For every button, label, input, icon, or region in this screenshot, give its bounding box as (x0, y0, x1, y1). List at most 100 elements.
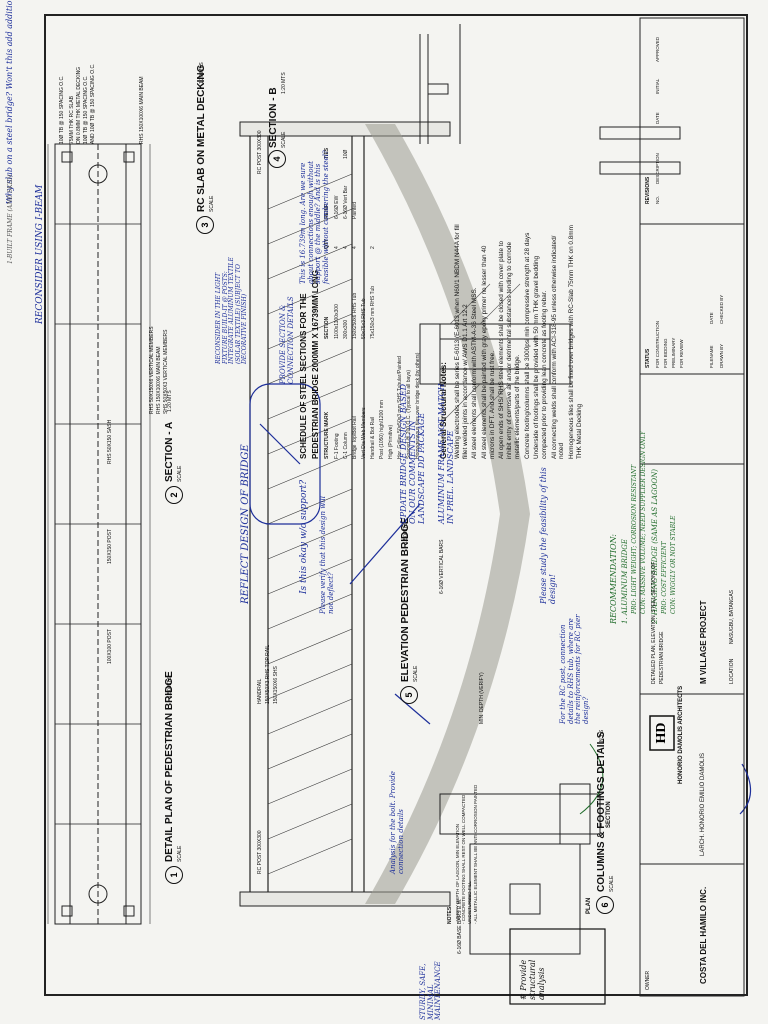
schedule-r5-c2: 75x150x3 mm RHS Tub (370, 285, 376, 339)
annotation-length-note: This is 16.739m long. Are we sure about … (299, 150, 331, 284)
section-label: SECTION (606, 801, 612, 828)
tb-revisions-label: REVISIONS (645, 176, 651, 204)
rc-slab-title: RC SLAB ON METAL DECKING (196, 64, 207, 212)
schedule-r5-c1: Handrail & Bot Rail (370, 416, 376, 459)
elev-label-3: HANDRAIL (257, 678, 263, 704)
tb-owner-label: OWNER (645, 970, 651, 990)
tb-rev-col-approved: APPROVED (655, 36, 660, 62)
annotation-rc-post: For the RC post, connection details to R… (559, 614, 591, 725)
schedule-r4-c2: 50x75x3 RHS Tub (361, 298, 367, 339)
view-number-5: 5 (400, 686, 418, 704)
view-number-6: 6 (596, 896, 614, 914)
view-number-4: 4 (268, 150, 286, 168)
section-label-3: SHS 50X50X3 VERTICAL MEMBERS (163, 329, 169, 414)
schedule-header-mark: STRUCTURE MARK (324, 411, 330, 459)
annotation-study-feasibility: Please study the feasibility of this des… (539, 467, 557, 604)
elevation-scale: SCALE (413, 665, 419, 682)
main-beam-label: RHS 150X100X6 MAIN BEAM (139, 76, 145, 144)
rc-callout-2: ON 0.8MM THK METAL DECKING (76, 66, 82, 144)
schedule-r3-c2: 150x250x6 RHS Tub (352, 292, 358, 339)
schedule-r3-c3: 4 (352, 246, 358, 249)
tb-rev-col-desc: DESCRIPTION (655, 153, 660, 184)
schedule-title-2: PEDESTRIAN BRIDGE 2000MM X 16739MM LONG (311, 270, 320, 459)
columns-scale: SCALE (609, 875, 615, 892)
tb-status-label: STATUS (645, 348, 651, 368)
tb-status-1: FOR CONSTRUCTION (655, 321, 660, 368)
tb-filename-label: FILENAME (709, 345, 714, 368)
detail-plan-scale: SCALE (177, 845, 183, 862)
section-b-scale-value: 1:20 MTS (281, 72, 287, 94)
annotation-recommendation: RECOMMENDATION: (609, 534, 618, 624)
annotation-sturdy: STURDY, SAFE, MINIMAL MAINTENANCE (419, 961, 443, 1020)
view-number-1: 1 (165, 866, 183, 884)
general-note-5: Concrete footing/columns shall be 3000ps… (523, 232, 531, 459)
detail-plan-scale-value: 1:50 MTS (167, 676, 173, 698)
schedule-r1-c2: 1100x1100x300 (334, 304, 340, 339)
tb-drawn-label: DRAWN BY (719, 343, 724, 368)
tb-owner: COSTA DEL HAMILO INC. (699, 886, 708, 984)
annotation-rec2-con: CON: WIGGLY OR NOT STABLE (670, 515, 677, 614)
annotation-okay-support: Is this okay w/o support? (299, 479, 309, 594)
section-a-scale: SCALE (177, 465, 183, 482)
elev-label-6: 6-16Ø VERTICAL BARS (439, 539, 445, 594)
tb-status-2: FOR BIDDING (663, 338, 668, 368)
schedule-r3-c4: Painted (352, 202, 358, 219)
schedule-r7-c1: High (Primitive) (388, 424, 394, 459)
annotation-rec1-pro: PRO: LIGHT WEIGHT; CORROSION RESISTANT (631, 464, 638, 614)
tb-sheet-desc-2: PEDESTRIAN BRIDGE (659, 631, 665, 684)
tb-rev-col-date: DATE (655, 112, 660, 124)
view-number-2: 2 (165, 486, 183, 504)
firm-logo-icon: HD (654, 722, 669, 744)
notes-label: NOTES (447, 906, 453, 924)
rc-slab-scale-value: 1:20 MTS (199, 62, 205, 84)
columns-scale-value: N.T.S (599, 729, 605, 742)
top-callout: 10Ø TB @ 150 SPACING O.C. (59, 75, 65, 144)
tb-rev-col-no: NO. (655, 195, 660, 204)
section-label-1: RHS 50X150X6 VERTICAL MEMBERS (149, 326, 155, 414)
rc-callout-4: AND 10Ø TB @ 150 SPACING O.C. (90, 63, 96, 144)
elev-label-4: 150X50X3 RHS TOP RAIL (265, 644, 271, 704)
annotation-analysis-bolt: Analysis for the bolt. Provide connectio… (389, 771, 405, 874)
annotation-please-verify: Please verify that this design will not … (319, 496, 335, 614)
tb-rev-col-initial: INITIAL (655, 78, 660, 94)
annotation-rec1-con: CON: MASSIVE VOLUME; NEED SUPPLIER DESIG… (640, 431, 647, 614)
general-note-6: Underside of footings shall be provided … (533, 255, 548, 459)
schedule-r1-c4: 6-16Ø EW (334, 195, 340, 219)
view-number-3: 3 (196, 216, 214, 234)
schedule-r2-c3: 4 (343, 246, 349, 249)
post-label-2: 150X150 POST (107, 528, 113, 564)
schedule-r1-c1: F-1 Footing (334, 433, 340, 459)
schedule-r4-c1: Vert Dia Web Members (361, 407, 367, 459)
schedule-r5-c3: 2 (370, 246, 376, 249)
elev-label-1: RC POST 300X300 (257, 830, 263, 874)
general-note-1: Welding electrodes shall be series E-601… (454, 224, 469, 459)
elevation-scale-value: 1:50 MTS (403, 522, 409, 544)
annotation-structural-analysis: # Provide structural analysis (519, 959, 546, 1000)
general-note-7: All connecting welds shall conform with … (550, 235, 566, 459)
annotation-rec2-pro: PRO: COST EFFICIENT (661, 541, 668, 614)
general-note-4: All open ends of SHS/ RHS steel elements… (498, 240, 521, 459)
annotation-rec1: 1. ALUMINUM BRIDGE (621, 539, 629, 624)
annotation-update-design: UPDATE BRIDGE DESIGN BASED ON OUR COMMEN… (399, 383, 426, 524)
general-note-3: All steel elements shall be painted with… (481, 245, 496, 460)
rc-callout-3: 10Ø TB @ 150 SPACING O.C. (83, 75, 89, 144)
section-b-title: SECTION - B (268, 87, 279, 148)
general-notes-list: Welding electrodes shall be series E-601… (454, 224, 585, 459)
elev-label-7: MIN. DEPTH (VERIFY) (479, 672, 485, 724)
annotation-reflect-design: REFLECT DESIGN OF BRIDGE (240, 444, 251, 604)
post-label-1: 100X100 POST (107, 628, 113, 664)
rc-slab-scale: SCALE (209, 195, 215, 212)
annotation-kill-frame: 1-BUILT FRAME (AND SKID) (7, 174, 14, 264)
general-note-2: All steel elements shall conform with AS… (471, 287, 479, 459)
tb-status-3: PRELIMINARY (671, 337, 676, 368)
tb-checked-label: CHECKED BY (719, 294, 724, 324)
tb-architect-name: LARCH. HONORIO EMILIO DAMOLIS (700, 752, 706, 856)
annotation-light-fixture: RECONSIDER IN THE LIGHT FIXTURE BUILD-IT… (215, 257, 249, 364)
annotation-slab-weight: Why slab on a steel bridge? Won't this a… (5, 0, 14, 204)
annotation-reconsider-ibeam: RECONSIDER USING I-BEAM (35, 184, 45, 324)
notes-line-4: - ALL METALLIC ELEMENT SHALL BE ANTI-COR… (473, 784, 478, 924)
plan-label: PLAN (586, 897, 592, 914)
post-label-3: RHS 50X150 SASH (107, 419, 113, 464)
